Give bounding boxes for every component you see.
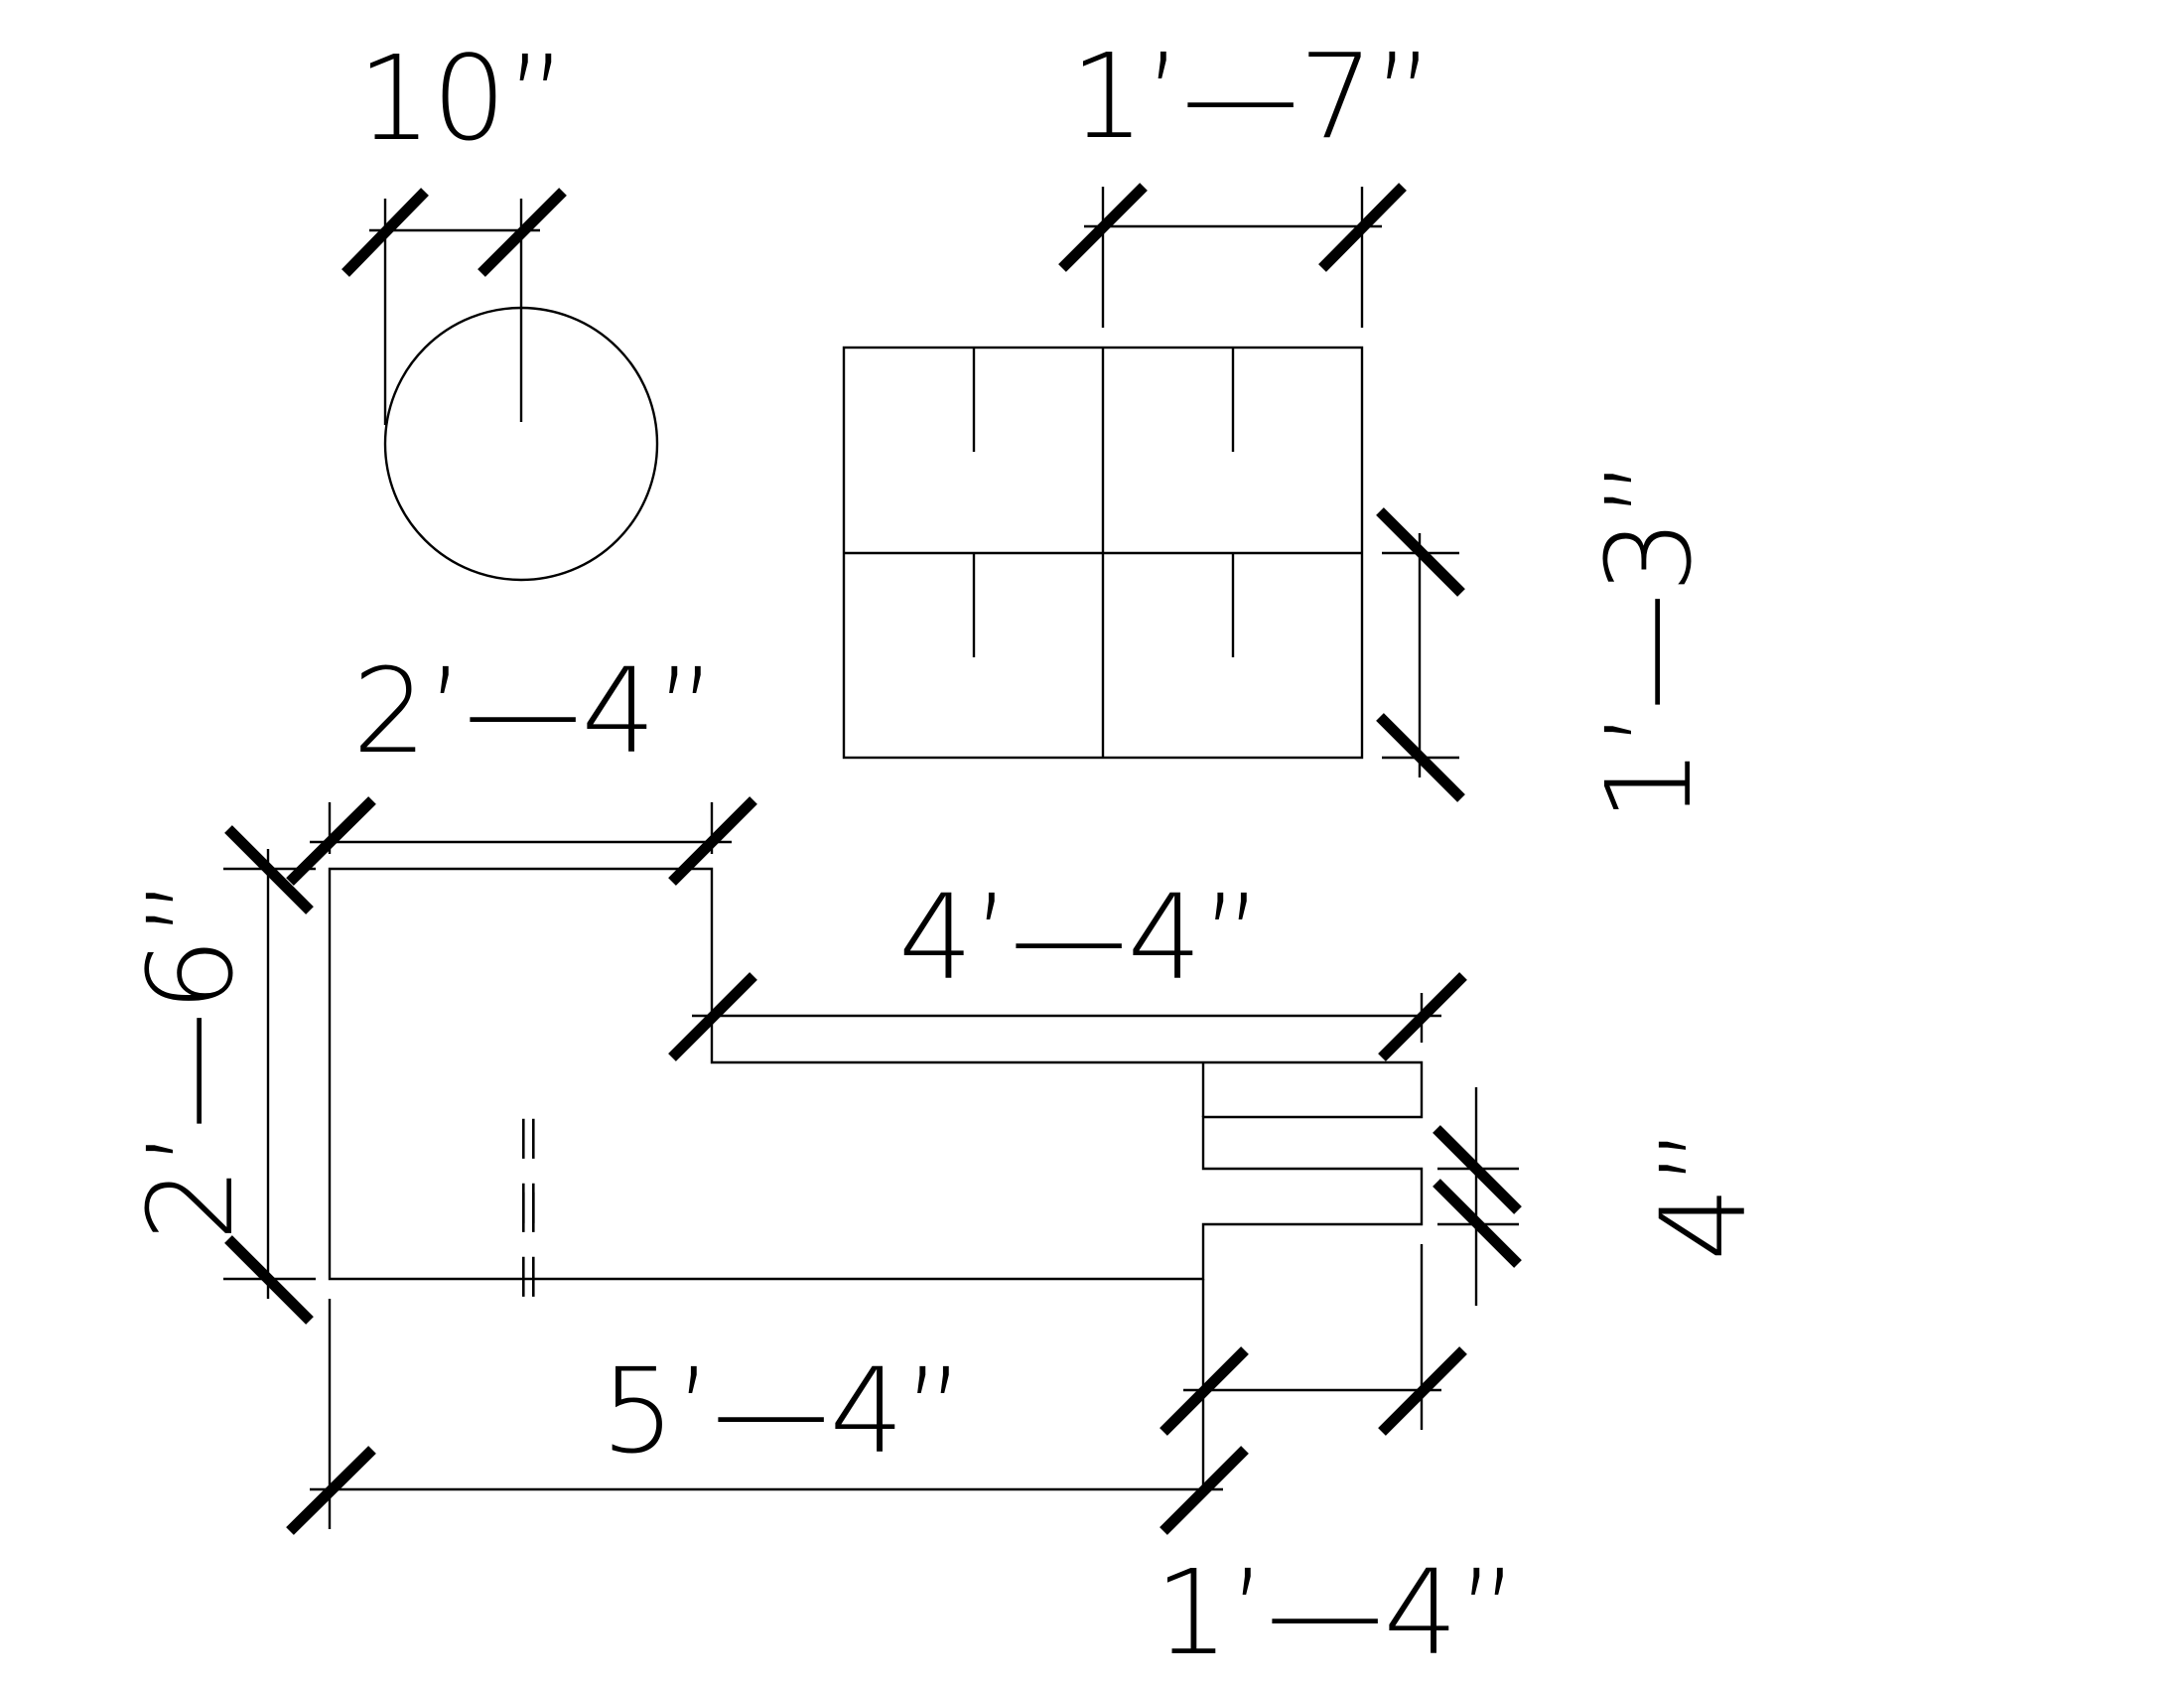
center-mark-bottom: = =	[492, 1177, 566, 1304]
slot-width-label: 4”	[1635, 1126, 1772, 1261]
circle-dim-tick-right	[478, 188, 567, 277]
bottom-width-label: 5’—4”	[601, 1342, 965, 1479]
top-width-label: 2’—4”	[352, 642, 717, 779]
circle-detail: 10”	[341, 30, 659, 582]
left-height-tick-top	[224, 825, 314, 914]
left-height-label: 2’—6”	[122, 877, 259, 1241]
circle-dim-tick-left	[341, 188, 429, 277]
slot-width-tick-top	[1433, 1125, 1522, 1214]
arm-length-tick-right	[1378, 972, 1467, 1061]
grid-height-tick-bottom	[1376, 713, 1465, 802]
slot-depth-tick-right	[1378, 1346, 1467, 1436]
top-width-tick-right	[668, 796, 757, 886]
arm-length-label: 4’—4”	[898, 869, 1263, 1006]
grid-detail: 1’—7” 1’—3”	[842, 28, 1717, 822]
slot-depth-tick-left	[1160, 1346, 1249, 1436]
bottom-width-tick-left	[286, 1446, 376, 1535]
bottom-width-tick-right	[1160, 1446, 1249, 1535]
slot-depth-label: 1’—4”	[1155, 1544, 1519, 1681]
grid-width-label: 1’—7”	[1070, 28, 1434, 165]
left-height-tick-bottom	[224, 1235, 314, 1325]
grid-height-label: 1’—3”	[1580, 458, 1717, 822]
slot-width-tick-bottom	[1433, 1179, 1522, 1268]
circle-diameter-label: 10”	[357, 30, 567, 167]
profile-detail: = = = = 2’—4” 2’—6” 4’—4” 4” 1’	[122, 642, 1772, 1681]
grid-width-tick-left	[1058, 183, 1148, 272]
grid-height-tick-top	[1376, 507, 1465, 597]
grid-width-tick-right	[1318, 183, 1407, 272]
arm-length-tick-left	[668, 972, 757, 1061]
center-mark-top: = =	[492, 1112, 566, 1239]
